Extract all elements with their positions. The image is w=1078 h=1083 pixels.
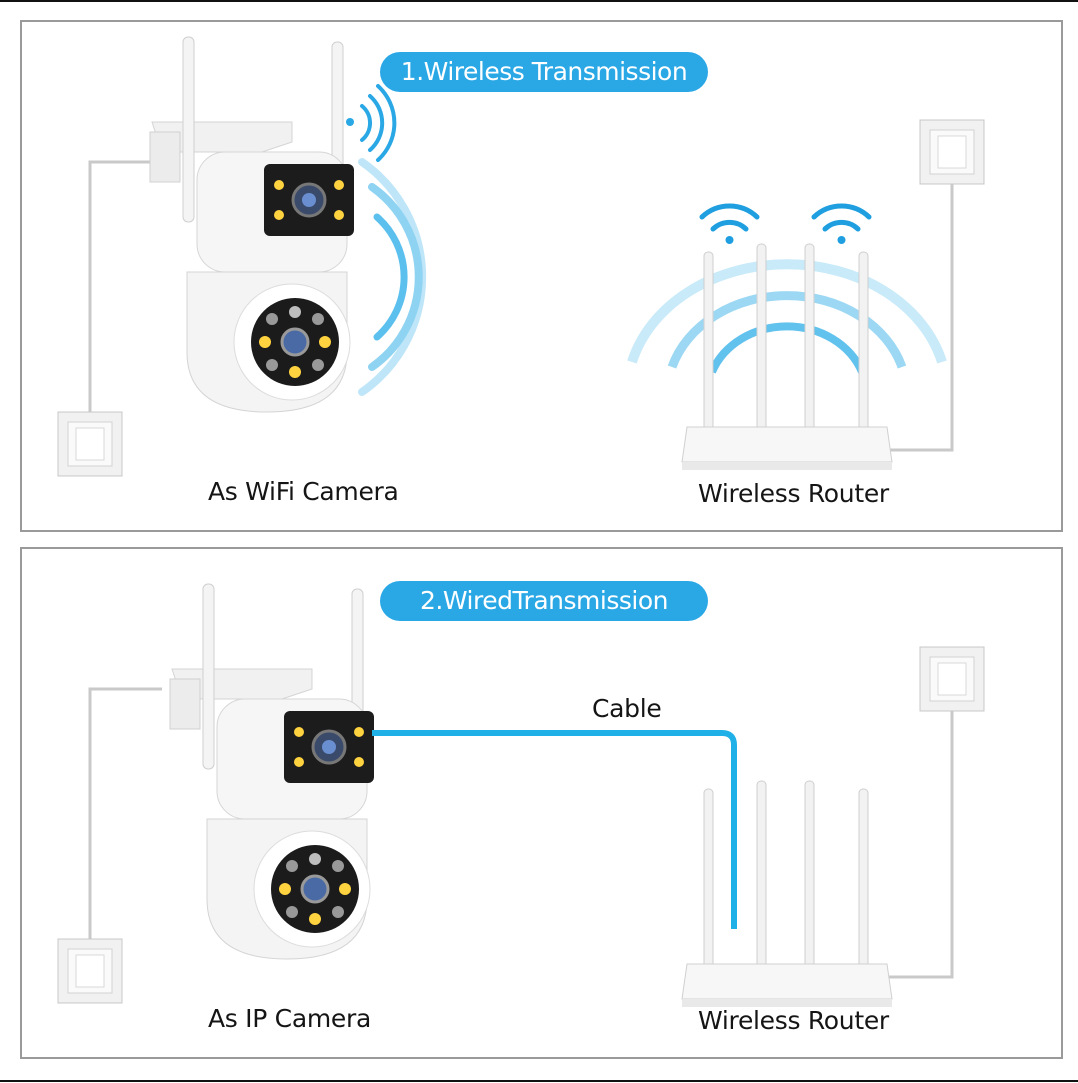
cable-label: Cable xyxy=(592,694,662,723)
power-socket-icon xyxy=(919,646,985,712)
panel-title: 1.Wireless Transmission xyxy=(380,52,708,92)
device-label: As IP Camera xyxy=(208,1004,371,1033)
power-socket-icon xyxy=(57,938,123,1004)
router-icon xyxy=(681,780,893,1008)
camera-icon xyxy=(168,582,376,961)
power-cable xyxy=(88,160,162,417)
network-cable xyxy=(372,730,737,929)
wifi-icon xyxy=(811,203,872,244)
top-rule xyxy=(0,0,1078,2)
camera-icon xyxy=(148,35,356,414)
wireless-transmission-panel: 1.Wireless Transmission As WiFi Camera W… xyxy=(20,20,1063,532)
wifi-icon xyxy=(699,203,760,244)
router-label: Wireless Router xyxy=(698,1006,889,1035)
power-cable xyxy=(88,687,162,944)
power-cable xyxy=(884,184,954,452)
router-icon xyxy=(681,243,893,471)
power-socket-icon xyxy=(919,119,985,185)
power-cable xyxy=(884,711,954,979)
panel-title: 2.WiredTransmission xyxy=(380,581,708,621)
wired-transmission-panel: 2.WiredTransmission Cable As IP Camera W… xyxy=(20,547,1063,1059)
router-label: Wireless Router xyxy=(698,479,889,508)
power-socket-icon xyxy=(57,411,123,477)
wireless-diagram xyxy=(57,35,985,477)
router-signal-arcs xyxy=(627,259,947,374)
device-label: As WiFi Camera xyxy=(208,477,399,506)
wired-diagram xyxy=(57,582,985,1008)
signal-waves-icon xyxy=(346,84,427,396)
bottom-rule xyxy=(0,1080,1078,1082)
